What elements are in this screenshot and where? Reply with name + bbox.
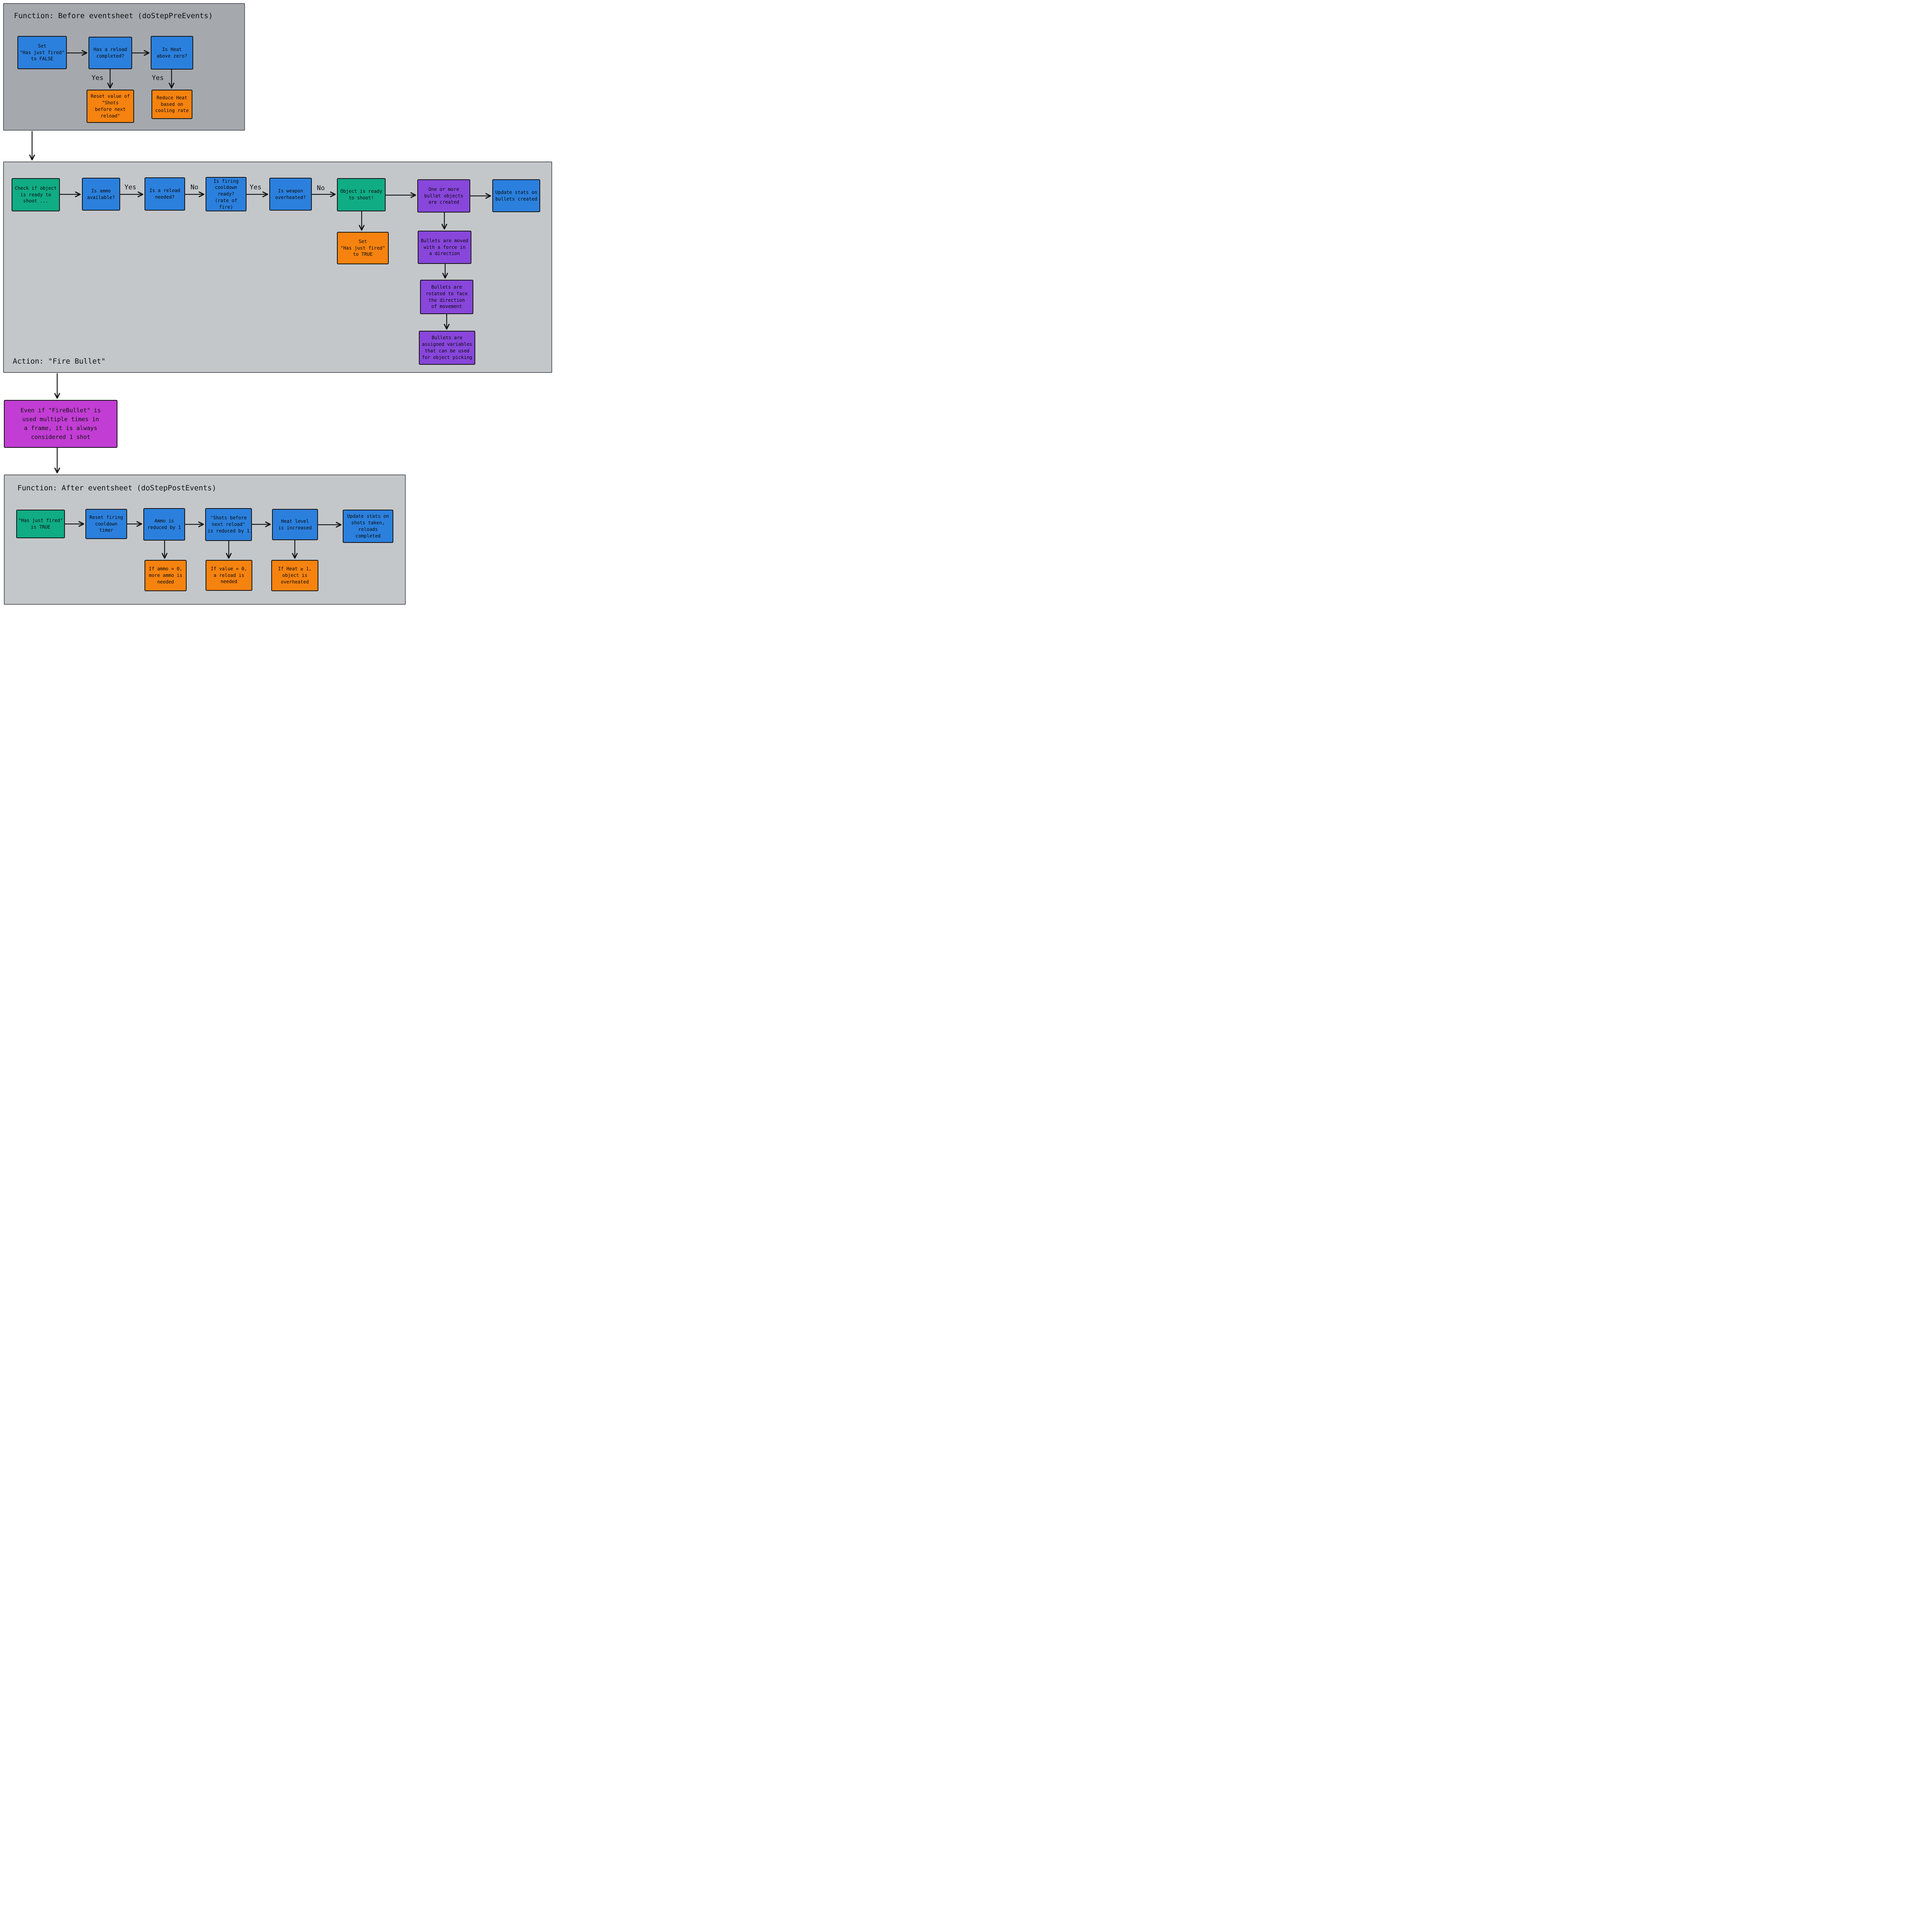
node-ammo-reduced: Ammo is reduced by 1 <box>143 508 185 541</box>
panel-post-events <box>4 474 406 605</box>
pre-events-title: Function: Before eventsheet (doStepPreEv… <box>14 12 213 20</box>
note-one-shot-per-frame: Even if "FireBullet" is used multiple ti… <box>4 400 117 448</box>
edge-label-yes: Yes <box>152 74 164 82</box>
node-is-reload-needed: Is a reload needed? <box>145 177 185 211</box>
edge-label-yes: Yes <box>250 184 262 191</box>
node-update-stats-shots: Update stats on shots taken, reloads com… <box>343 510 393 543</box>
node-is-cooldown-ready: Is firing cooldown ready? (rate of fire) <box>206 177 247 211</box>
node-set-has-just-fired-false: Set "Has just fired" to FALSE <box>17 36 67 69</box>
node-check-ready-to-shoot: Check if object is ready to shoot ... <box>12 178 60 211</box>
node-is-weapon-overheated: Is weapon overheated? <box>269 178 312 211</box>
node-update-stats-bullets: Update stats on bullets created <box>492 179 540 212</box>
node-is-ammo-available: Is ammo available? <box>82 178 120 211</box>
node-has-just-fired-is-true: "Has just fired" is TRUE <box>16 510 65 538</box>
node-bullet-objects-created: One or more bullet objects are created <box>417 179 470 213</box>
edge-label-yes: Yes <box>92 74 104 82</box>
node-heat-level-increased: Heat level is increased <box>272 509 318 540</box>
node-object-ready-to-shoot: Object is ready to shoot! <box>337 178 386 211</box>
node-reset-shots-before-reload: Reset value of "Shots before next reload… <box>87 90 134 123</box>
node-bullets-moved-force: Bullets are moved with a force in a dire… <box>418 231 471 264</box>
post-events-title: Function: After eventsheet (doStepPostEv… <box>17 484 216 492</box>
action-title: Action: "Fire Bullet" <box>13 357 106 366</box>
node-if-heat-overheated: If Heat ≥ 1, object is overheated <box>271 560 318 591</box>
edge-label-no: No <box>317 184 325 192</box>
node-bullets-rotated: Bullets are rotated to face the directio… <box>420 280 473 314</box>
edge-label-yes: Yes <box>124 184 136 191</box>
node-bullets-assigned-variables: Bullets are assigned variables that can … <box>419 331 475 365</box>
node-shots-before-reload-reduced: "Shots before next reload" is reduced by… <box>205 508 252 541</box>
flowchart-canvas: Function: Before eventsheet (doStepPreEv… <box>0 0 557 610</box>
node-has-reload-completed: Has a reload completed? <box>88 37 132 69</box>
edge-label-no: No <box>190 184 199 191</box>
node-reduce-heat-cooling: Reduce Heat based on cooling rate <box>151 90 192 119</box>
node-is-heat-above-zero: Is Heat above zero? <box>151 36 193 70</box>
node-set-has-just-fired-true: Set "Has just fired" to TRUE <box>337 232 389 264</box>
node-if-value-zero-reload: If value = 0, a reload is needed <box>206 560 252 591</box>
node-reset-firing-cooldown: Reset firing cooldown timer <box>85 509 127 539</box>
node-if-ammo-zero: If ammo = 0, more ammo is needed <box>145 560 187 591</box>
